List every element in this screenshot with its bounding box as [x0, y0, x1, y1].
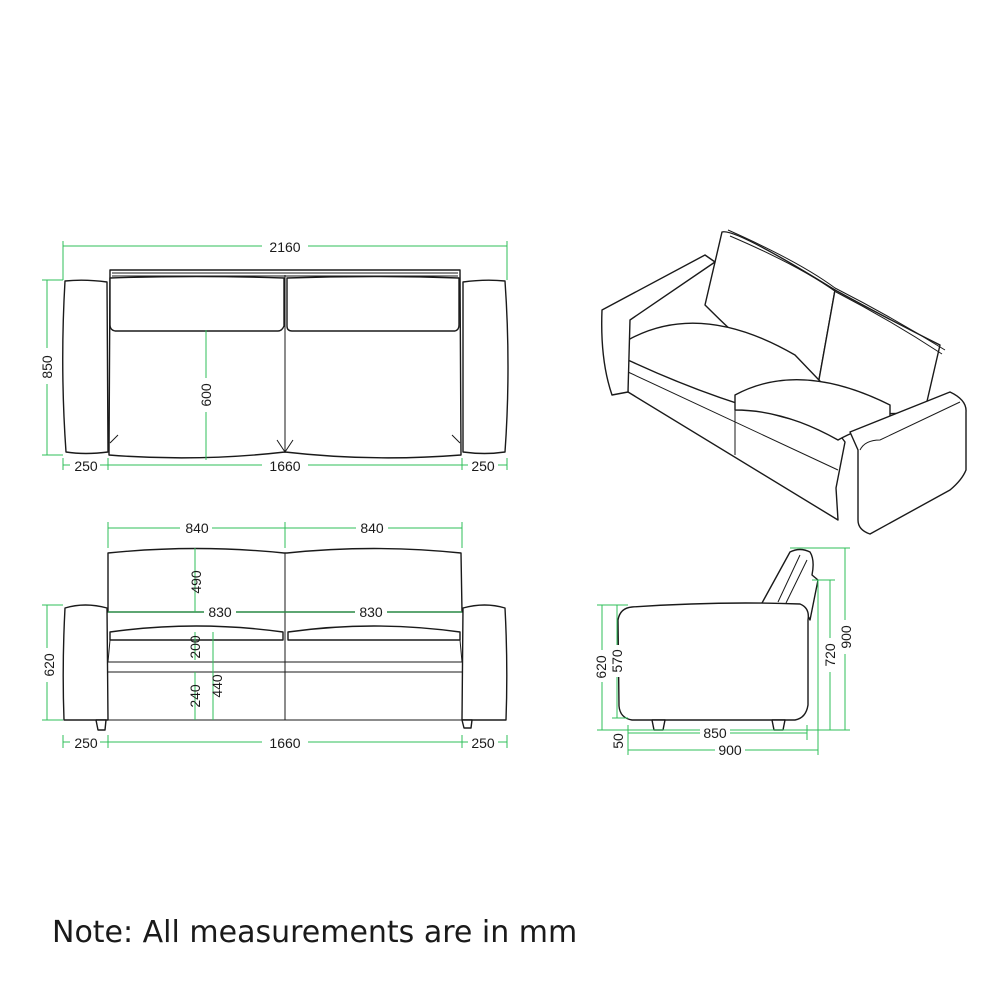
dim-seat-width: 1660 — [269, 458, 300, 474]
dim-back-height: 490 — [188, 570, 204, 594]
dim-overall-width: 2160 — [269, 239, 300, 255]
dim-arm-depth: 850 — [703, 725, 727, 741]
dim-overall-height: 900 — [838, 625, 854, 649]
dim-front-arm-left: 250 — [74, 735, 98, 751]
isometric-view — [601, 229, 967, 535]
dim-front-seat-width: 1660 — [269, 735, 300, 751]
side-view — [617, 548, 819, 731]
dim-side-arm-height: 620 — [593, 655, 609, 679]
side-view-dimensions: 620 570 50 720 900 850 900 — [593, 547, 854, 758]
dim-leg-height: 50 — [610, 733, 626, 749]
dim-seat-depth: 600 — [198, 383, 214, 407]
top-view — [62, 269, 509, 459]
top-view-dimensions: 2160 850 600 250 1660 250 — [39, 238, 508, 474]
dim-overall-depth: 900 — [718, 742, 742, 758]
front-view-dimensions: 840 840 830 830 490 200 240 440 620 250 … — [40, 520, 508, 751]
dim-arm-height: 620 — [41, 653, 57, 677]
dim-side-arm-body-height: 570 — [609, 649, 625, 673]
dim-seat-cushion-left: 830 — [208, 604, 232, 620]
dim-arm-left: 250 — [74, 458, 98, 474]
front-view — [62, 547, 508, 731]
dim-depth: 850 — [39, 355, 55, 379]
dim-base-height: 240 — [187, 684, 203, 708]
dim-cushion-height: 200 — [187, 635, 203, 659]
dim-seat-height: 440 — [209, 674, 225, 698]
dim-back-height-side: 720 — [822, 643, 838, 667]
dim-back-cushion-left: 840 — [185, 520, 209, 536]
dim-back-cushion-right: 840 — [360, 520, 384, 536]
dim-seat-cushion-right: 830 — [359, 604, 383, 620]
dim-front-arm-right: 250 — [471, 735, 495, 751]
dim-arm-right: 250 — [471, 458, 495, 474]
measurement-note: Note: All measurements are in mm — [52, 915, 578, 950]
